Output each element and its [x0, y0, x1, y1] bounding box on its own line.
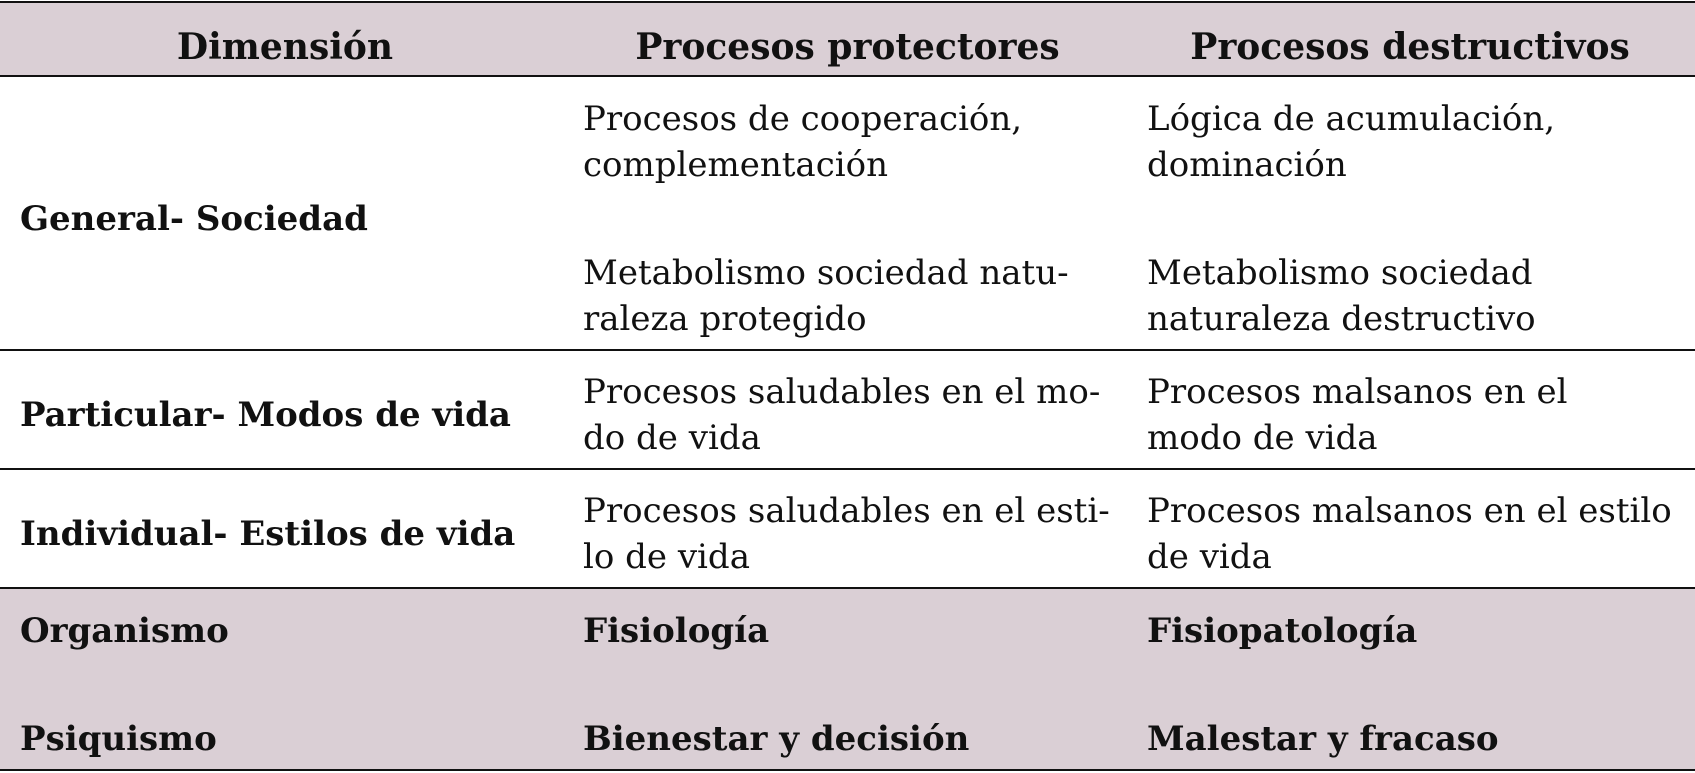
row-particular-protector: Procesos saludables en el mo- do de vida: [583, 369, 1100, 461]
text-line: Metabolismo sociedad natu-: [583, 253, 1069, 293]
text-line: complementación: [583, 145, 888, 185]
row-psiquismo-protector: Bienestar y decisión: [583, 719, 970, 759]
rule-bottom: [0, 769, 1695, 771]
text-line: Procesos malsanos en el: [1147, 372, 1568, 412]
row-organismo-protector: Fisiología: [583, 611, 770, 651]
text-line: Lógica de acumulación,: [1147, 99, 1556, 139]
rule-row-1: [0, 349, 1695, 351]
row-individual-dimension: Individual- Estilos de vida: [20, 514, 516, 554]
text-line: de vida: [1147, 537, 1272, 577]
row-particular-destructivo: Procesos malsanos en el modo de vida: [1147, 369, 1567, 461]
header-row: Dimensión Procesos protectores Procesos …: [0, 3, 1695, 76]
text-line: do de vida: [583, 418, 761, 458]
rule-top: [0, 1, 1695, 3]
text-line: Metabolismo sociedad: [1147, 253, 1533, 293]
text-line: Procesos saludables en el mo-: [583, 372, 1101, 412]
row-general-protector-1: Procesos de cooperación, complementación: [583, 96, 1022, 188]
row-organismo-dimension: Organismo: [20, 611, 229, 651]
text-line: dominación: [1147, 145, 1347, 185]
text-line: Procesos de cooperación,: [583, 99, 1023, 139]
text-line: raleza protegido: [583, 299, 867, 339]
row-individual-protector: Procesos saludables en el esti- lo de vi…: [583, 488, 1110, 580]
header-protectores: Procesos protectores: [635, 26, 1060, 68]
text-line: Procesos saludables en el esti-: [583, 491, 1110, 531]
text-line: naturaleza destructivo: [1147, 299, 1536, 339]
header-dimension: Dimensión: [176, 26, 394, 68]
row-psiquismo-destructivo: Malestar y fracaso: [1147, 719, 1499, 759]
row-particular-dimension: Particular- Modos de vida: [20, 395, 511, 435]
row-psiquismo-dimension: Psiquismo: [20, 719, 217, 759]
row-general-dimension: General- Sociedad: [20, 199, 368, 239]
text-line: modo de vida: [1147, 418, 1378, 458]
shaded-band: [0, 589, 1695, 770]
row-organismo-destructivo: Fisiopatología: [1147, 611, 1418, 651]
header-destructivos: Procesos destructivos: [1190, 26, 1630, 68]
row-general-destructivo-1: Lógica de acumulación, dominación: [1147, 96, 1555, 188]
text-line: Procesos malsanos en el estilo: [1147, 491, 1672, 531]
rule-header: [0, 75, 1695, 77]
rule-row-3: [0, 587, 1695, 589]
row-general-protector-2: Metabolismo sociedad natu- raleza proteg…: [583, 250, 1069, 342]
row-general-destructivo-2: Metabolismo sociedad naturaleza destruct…: [1147, 250, 1536, 342]
text-line: lo de vida: [583, 537, 750, 577]
rule-row-2: [0, 468, 1695, 470]
row-individual-destructivo: Procesos malsanos en el estilo de vida: [1147, 488, 1672, 580]
